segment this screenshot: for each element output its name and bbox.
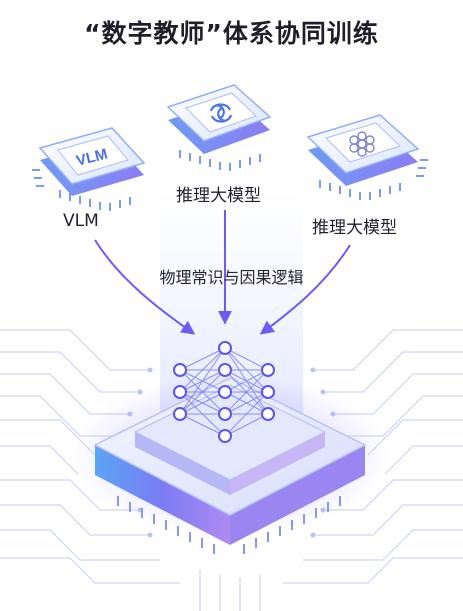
target-chip <box>70 375 390 554</box>
neural-network-icon <box>173 341 275 443</box>
source-label-reasoning-1: 推理大模型 <box>176 186 261 206</box>
arrow-vlm-to-core <box>94 239 196 335</box>
flower-logo-icon <box>349 131 375 157</box>
arrows <box>94 210 351 335</box>
source-label-reasoning-2: 推理大模型 <box>312 218 397 238</box>
source-chip-reasoning-1 <box>166 84 272 171</box>
source-chip-vlm <box>32 127 146 211</box>
source-label-vlm: VLM <box>63 211 99 231</box>
swirl-logo-icon <box>209 103 233 123</box>
arrow-reasoning2-to-core <box>259 244 351 335</box>
diagram-title: “数字教师”体系协同训练 <box>84 19 379 48</box>
source-chip-reasoning-2 <box>306 114 428 200</box>
edge-label: 物理常识与因果逻辑 <box>159 268 304 287</box>
